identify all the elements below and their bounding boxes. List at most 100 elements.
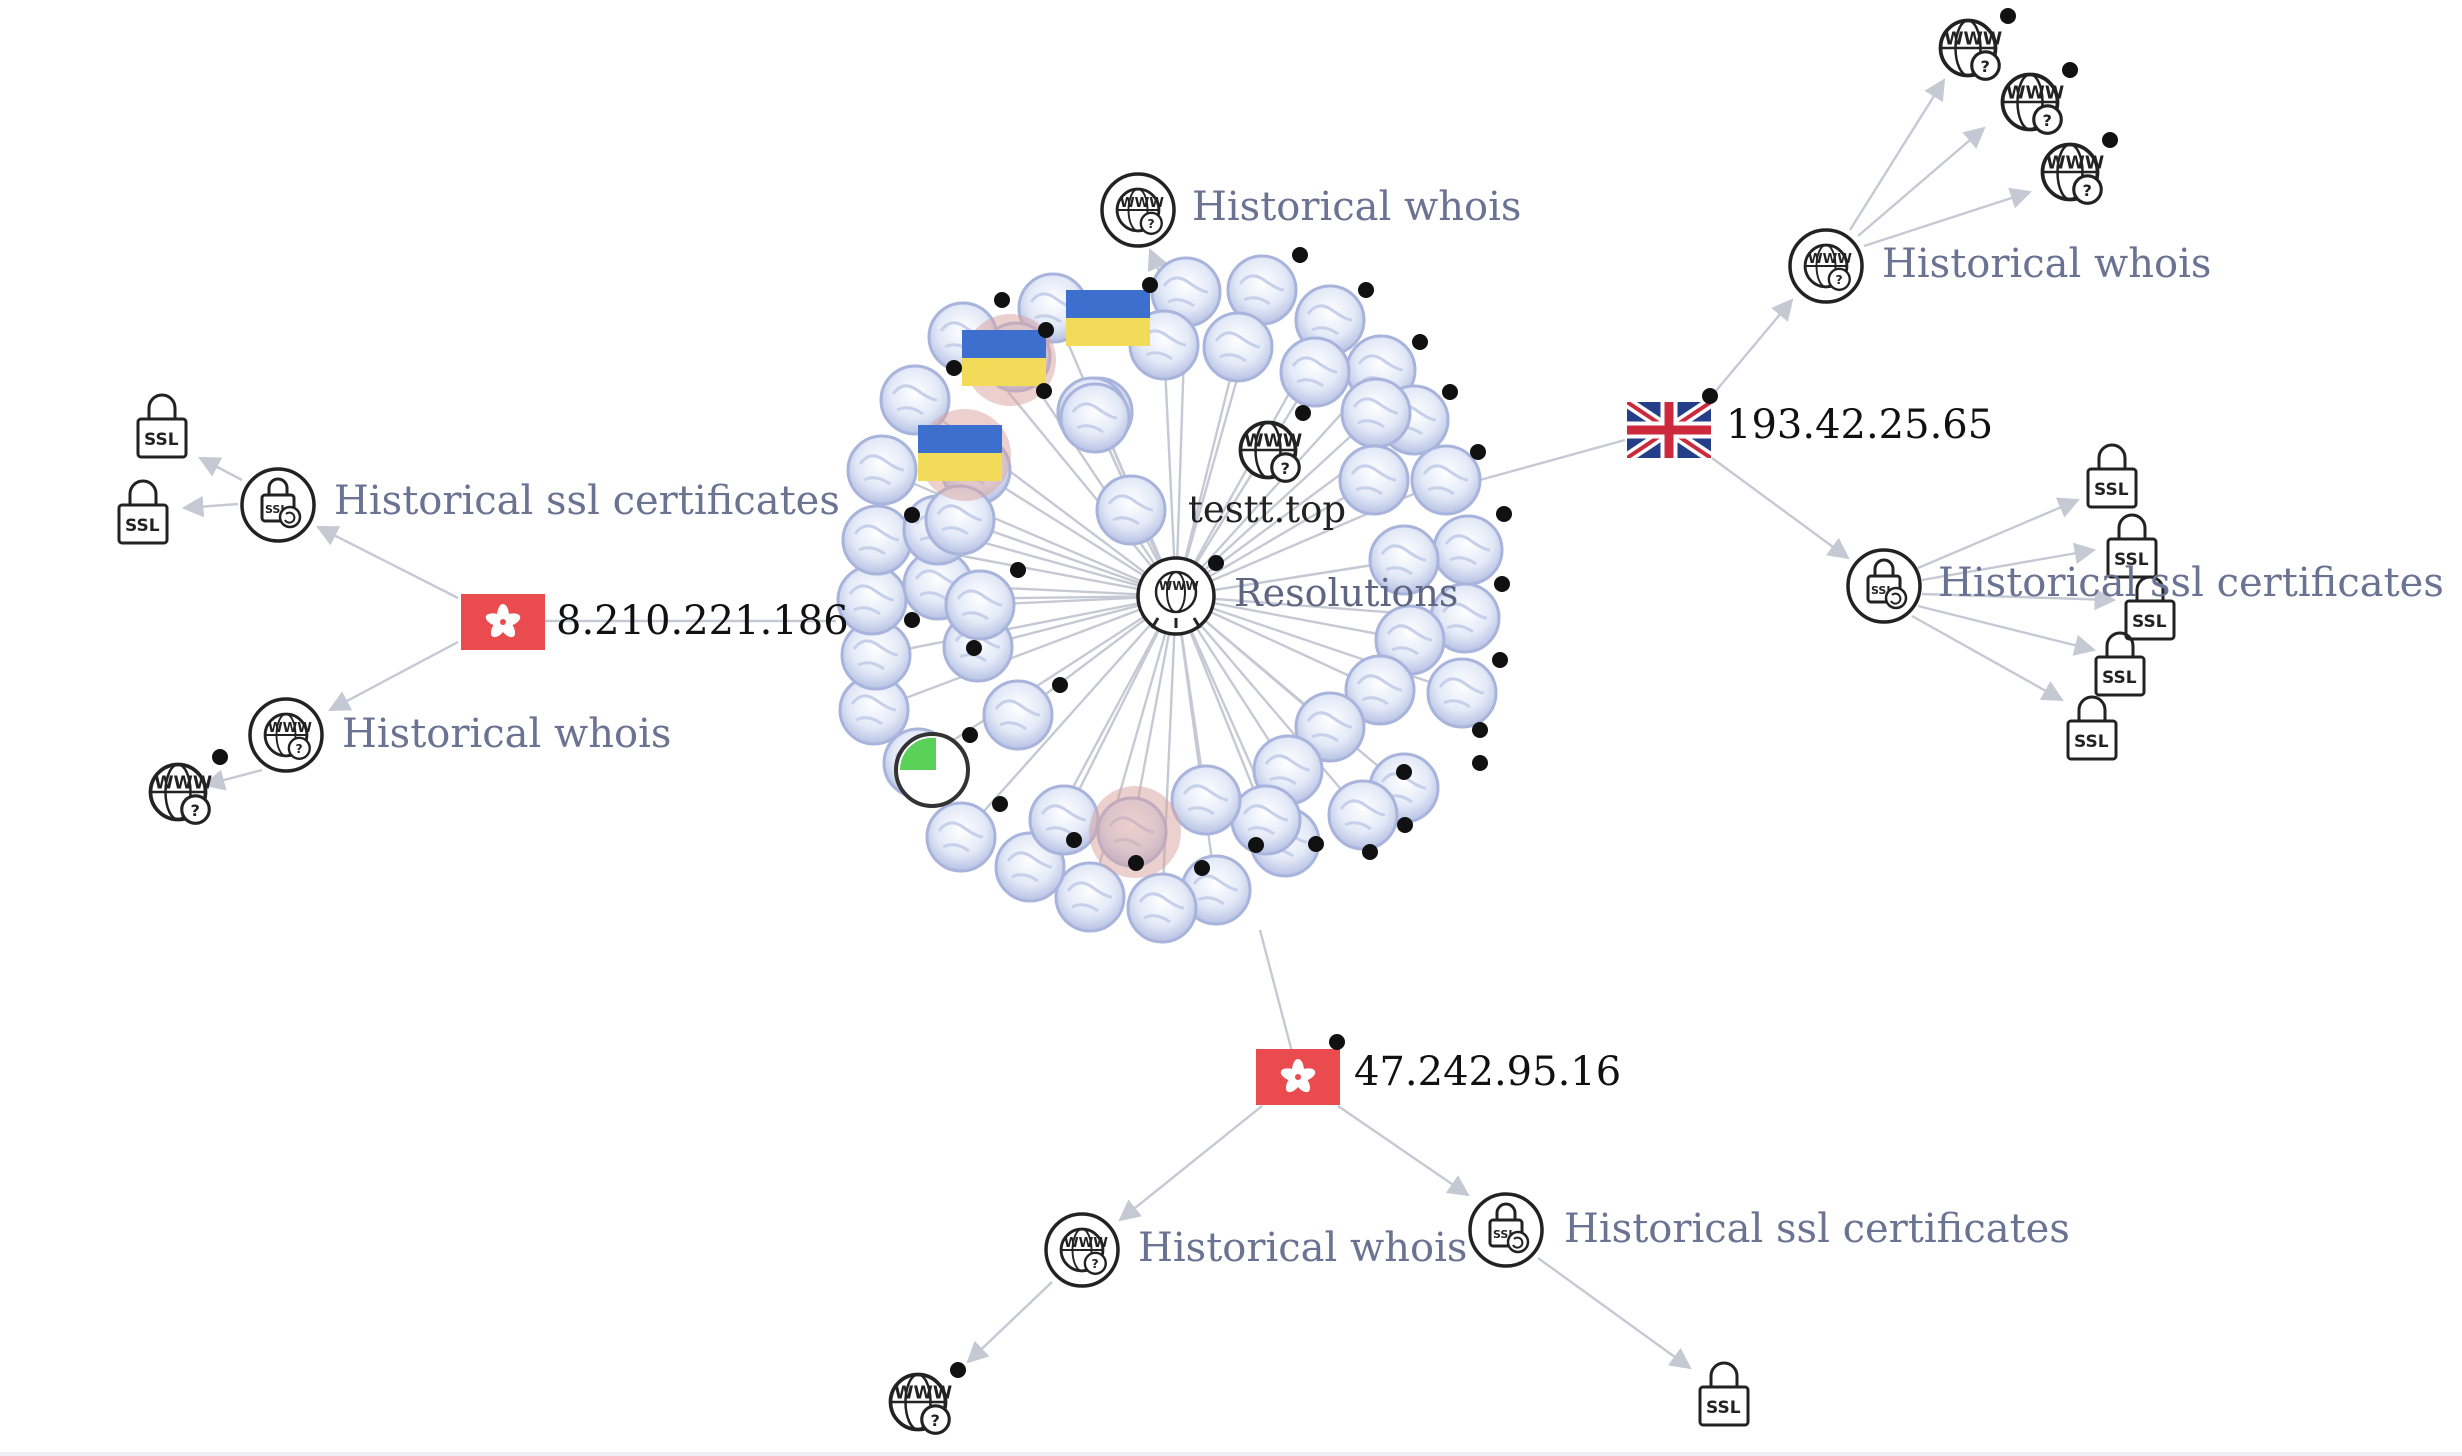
ip3-ssl-group-label[interactable]: Historical ssl certificates [1564,1206,2070,1252]
ip-label-47-242-95-16[interactable]: 47.242.95.16 [1354,1049,1621,1095]
ssl-certificate-icon[interactable]: SSL [2124,575,2176,641]
expand-dot[interactable] [2062,62,2078,78]
expand-dot[interactable] [1010,562,1026,578]
ip3-ssl-group-icon[interactable]: SSL [1468,1192,1544,1268]
domain-label[interactable]: testt.top [1188,488,1346,531]
expand-dot[interactable] [1142,277,1158,293]
ssl-certificate-icon[interactable]: SSL [2086,443,2138,509]
expand-dot[interactable] [1292,247,1308,263]
ip3-whois-group-icon[interactable]: WWW? [1044,1212,1120,1288]
ssl-certificate-icon[interactable]: SSL [2106,513,2158,579]
ssl-certificate-icon[interactable]: SSL [2066,695,2118,761]
expand-dot[interactable] [1208,555,1224,571]
expand-dot[interactable] [2000,8,2016,24]
resolution-domain-node[interactable] [1028,784,1100,856]
expand-dot[interactable] [2102,132,2118,148]
expand-dot[interactable] [1492,652,1508,668]
ip2-whois-group-icon[interactable]: WWW? [1788,228,1864,304]
resolution-domain-node[interactable] [1170,764,1242,836]
ip2-ssl-group-label[interactable]: Historical ssl certificates [1938,560,2444,606]
whois-record-icon[interactable]: WWW? [2040,142,2105,205]
resolution-domain-node[interactable] [879,364,951,436]
resolution-domain-node[interactable] [841,504,913,576]
resolution-domain-node[interactable] [1410,444,1482,516]
expand-dot[interactable] [904,507,920,523]
expand-dot[interactable] [1066,832,1082,848]
resolution-domain-node[interactable] [1279,336,1351,408]
ssl-certificate-icon[interactable]: SSL [136,393,188,459]
resolution-domain-node[interactable] [1054,861,1126,933]
resolution-domain-node[interactable] [944,569,1016,641]
whois-record-icon[interactable]: WWW? [148,762,213,825]
ip1-ssl-group-icon[interactable]: SSL [240,467,316,543]
ip1-whois-group-icon[interactable]: WWW? [248,697,324,773]
expand-dot[interactable] [1396,764,1412,780]
expand-dot[interactable] [1470,444,1486,460]
center-whois-group-icon[interactable]: WWW? [1100,172,1176,248]
ssl-certificate-icon[interactable]: SSL [2094,631,2146,697]
expand-dot[interactable] [962,727,978,743]
ip1-ssl-group-label[interactable]: Historical ssl certificates [334,478,840,524]
expand-dot[interactable] [1397,817,1413,833]
expand-dot[interactable] [1472,722,1488,738]
ssl-certificate-icon[interactable]: SSL [117,479,169,545]
expand-dot[interactable] [1496,506,1512,522]
expand-dot[interactable] [994,292,1010,308]
hong-kong-flag-icon[interactable] [1256,1049,1340,1105]
center-whois-group-label[interactable]: Historical whois [1192,184,1521,230]
expand-dot[interactable] [1052,677,1068,693]
resolution-domain-node[interactable] [925,801,997,873]
resolution-domain-node[interactable] [1426,657,1498,729]
resolution-domain-node[interactable] [1294,691,1366,763]
resolution-domain-node[interactable] [982,679,1054,751]
resolution-domain-node[interactable] [1202,311,1274,383]
ssl-certificate-icon[interactable]: SSL [1698,1361,1750,1427]
resolution-domain-node[interactable] [1230,784,1302,856]
expand-dot[interactable] [1494,576,1510,592]
ip2-whois-group-label[interactable]: Historical whois [1882,241,2211,287]
resolutions-label[interactable]: Resolutions [1234,571,1458,615]
expand-dot[interactable] [1412,334,1428,350]
expand-dot[interactable] [966,640,982,656]
expand-dot[interactable] [1128,855,1144,871]
expand-dot[interactable] [1038,322,1054,338]
ip-label-8-210-221-186[interactable]: 8.210.221.186 [556,598,849,644]
resolution-domain-node[interactable] [1340,377,1412,449]
expand-dot[interactable] [1362,844,1378,860]
resolution-domain-node[interactable] [1338,444,1410,516]
whois-record-icon[interactable]: WWW? [1938,18,2003,81]
expand-dot[interactable] [1472,755,1488,771]
expand-dot[interactable] [1702,388,1718,404]
ip3-whois-group-label[interactable]: Historical whois [1138,1225,1467,1271]
expand-dot[interactable] [992,796,1008,812]
resolutions-hub-icon[interactable]: WWW [1136,556,1216,636]
resolution-domain-node[interactable] [1327,779,1399,851]
whois-record-icon[interactable]: WWW? [888,1372,953,1435]
expand-dot[interactable] [1442,384,1458,400]
expand-dot[interactable] [1295,405,1311,421]
whois-record-icon[interactable]: WWW? [2000,72,2065,135]
expand-dot[interactable] [950,1362,966,1378]
domain-icon[interactable]: WWW? [1238,420,1303,483]
resolution-domain-node[interactable] [1126,872,1198,944]
expand-dot[interactable] [1308,836,1324,852]
expand-dot[interactable] [946,360,962,376]
ip-label-193-42-25-65[interactable]: 193.42.25.65 [1726,402,1993,448]
ukraine-flag-icon[interactable] [918,425,1002,481]
expand-dot[interactable] [1248,837,1264,853]
ip2-ssl-group-icon[interactable]: SSL [1846,548,1922,624]
resolution-domain-node[interactable] [846,434,918,506]
ukraine-flag-icon[interactable] [962,330,1046,386]
ukraine-flag-icon[interactable] [1066,290,1150,346]
expand-dot[interactable] [1329,1034,1345,1050]
united-kingdom-flag-icon[interactable] [1627,402,1711,458]
hong-kong-flag-icon[interactable] [461,594,545,650]
resolution-domain-node[interactable] [1368,524,1440,596]
resolution-domain-node[interactable] [1059,382,1131,454]
resolution-domain-node[interactable] [1095,474,1167,546]
expand-dot[interactable] [212,749,228,765]
expand-dot[interactable] [1194,860,1210,876]
ip1-whois-group-label[interactable]: Historical whois [342,711,671,757]
resolution-domain-node[interactable] [1344,654,1416,726]
